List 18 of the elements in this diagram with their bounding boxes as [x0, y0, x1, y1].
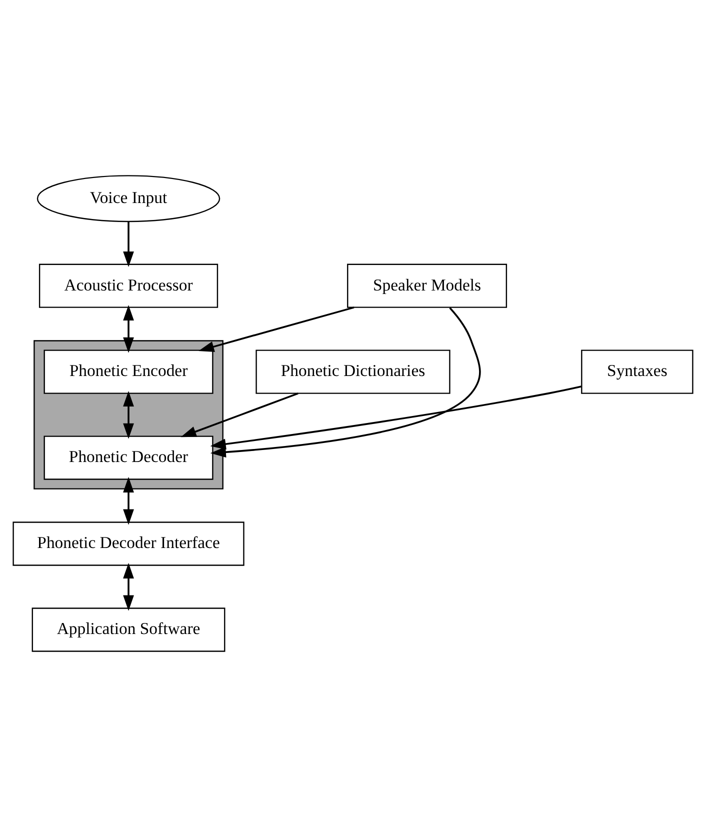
- arrow: [123, 562, 134, 611]
- arrow: [123, 476, 134, 525]
- arrow: [123, 390, 134, 439]
- node-box: Phonetic Decoder: [44, 436, 214, 480]
- arrow: [198, 306, 354, 352]
- arrow: [210, 307, 481, 458]
- node-box: Application Software: [32, 608, 226, 652]
- arrow: [180, 392, 298, 438]
- arrow: [123, 304, 134, 353]
- arrow: [210, 386, 582, 450]
- arrow: [123, 222, 134, 268]
- node-box: Phonetic Encoder: [44, 350, 214, 394]
- node-box: Phonetic Decoder Interface: [12, 522, 244, 566]
- node-box: Phonetic Dictionaries: [256, 350, 450, 394]
- node-box: Syntaxes: [581, 350, 694, 394]
- node-box: Acoustic Processor: [38, 264, 218, 308]
- node-box: Speaker Models: [347, 264, 508, 308]
- node-ellipse: Voice Input: [36, 175, 220, 222]
